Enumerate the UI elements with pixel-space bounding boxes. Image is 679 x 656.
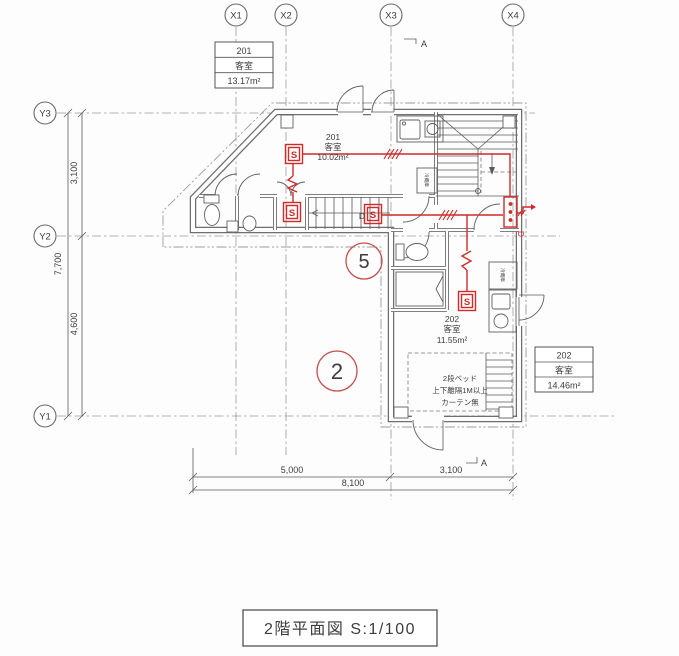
room201-tag-table: 201 客室 13.17m² [214,41,274,89]
bed-note-2: 上下離隔1M以上 [432,385,488,395]
dim-bottom-8100: 8,100 [342,478,365,488]
room202-type: 客室 [443,324,461,334]
grid-lines [57,27,615,500]
fixtures: 冷蔵庫 冷蔵庫 [203,114,518,419]
interior-walls [199,112,519,312]
room201-area: 10.02m² [317,152,348,162]
bunk-bed-outline [407,352,513,412]
evac-number: 2 [331,359,343,384]
fire-alarm-system: S S S S D 5 [282,143,536,392]
evac-circle-5: 5 [345,242,383,280]
kitchen-counter-201 [396,115,444,143]
washer-box [226,220,239,233]
detector-letter: S [464,297,470,308]
room201-type: 客室 [324,142,342,152]
door-d-label: D [359,211,365,221]
smoke-detector-3: S [363,203,383,225]
post [502,115,516,129]
axis-y2-label: Y2 [39,232,51,243]
room-labels: 201 客室 10.02m² 202 客室 11.55m² 2段ベッド 上下離隔… [317,132,488,407]
receiver-d-label: D [516,231,526,237]
axis-y3-label: Y3 [39,109,51,120]
room202-area: 11.55m² [437,335,468,345]
axis-x1-label: X1 [230,11,242,22]
door-swings [214,85,545,451]
fridge-cabinet-202 [488,261,518,290]
smoke-detector-2: S [282,201,302,223]
tag201-type: 客室 [235,60,253,71]
tag202-type: 客室 [555,365,573,376]
evac-circle-2: 2 [316,350,358,392]
kitchen-sink-201 [399,119,421,140]
axis-x3-label: X3 [385,11,397,22]
tag201-area: 13.17m² [227,76,260,86]
fridge-cabinet-201 [416,167,438,194]
bed-note-3: カーテン無 [441,397,479,407]
detector-letter: S [289,208,295,219]
wash-basin [242,215,257,232]
toilet-tank-201 [203,194,220,204]
smoke-detector-4: S [457,290,477,312]
kitchen-stove-201 [424,120,441,138]
dim-bottom-3100: 3,100 [440,465,463,475]
section-a-top: A [421,39,427,49]
detector-letter: S [370,210,376,221]
shower-room-202 [395,271,444,307]
toilet-bowl-201 [204,204,220,226]
axis-x4-label: X4 [507,11,519,22]
evac-number: 5 [358,251,369,273]
detector-letter: S [291,150,297,161]
dim-left-7700: 7,700 [53,253,63,276]
kitchen-sink-202 [491,293,511,310]
alarm-receiver-panel [503,196,518,228]
smoke-detector-1: S [284,143,304,165]
tag202-area: 14.46m² [547,381,580,391]
left-dimensions: 3,100 7,700 4,600 [53,108,87,421]
room202-number: 202 [445,314,459,324]
dim-left-3100: 3,100 [69,162,79,185]
room202-tag-table: 202 客室 14.46m² [534,346,594,393]
section-a-bottom: A [481,458,487,468]
exterior-walls [189,108,523,423]
axis-bubbles: X1 X2 X3 X4 Y3 Y2 Y1 [33,3,525,428]
section-markers: A A [404,38,487,468]
bottom-dimensions: 5,000 3,100 8,100 [188,448,518,495]
tag201-number: 201 [236,46,251,56]
fridge-label-201: 冷蔵庫 [423,173,430,187]
kitchen-counter-202 [488,289,517,333]
eaves-outline [162,102,527,428]
room201-number: 201 [326,132,340,142]
drawing-title: 2階平面図 S:1/100 [264,620,416,638]
dim-left-4600: 4,600 [69,313,79,336]
dim-bottom-5000: 5,000 [281,465,304,475]
toilet-bowl-202 [405,243,429,261]
wall-openings [338,108,523,423]
fridge-label-202: 冷蔵庫 [499,268,506,282]
axis-y1-label: Y1 [39,412,51,423]
title-block: 2階平面図 S:1/100 [242,609,438,647]
post [280,114,294,129]
post [498,406,514,419]
tag202-number: 202 [556,351,571,361]
post [393,406,409,419]
toilet-tank-202 [395,243,405,261]
axis-x2-label: X2 [280,11,292,22]
bed-note-1: 2段ベッド [443,373,477,383]
